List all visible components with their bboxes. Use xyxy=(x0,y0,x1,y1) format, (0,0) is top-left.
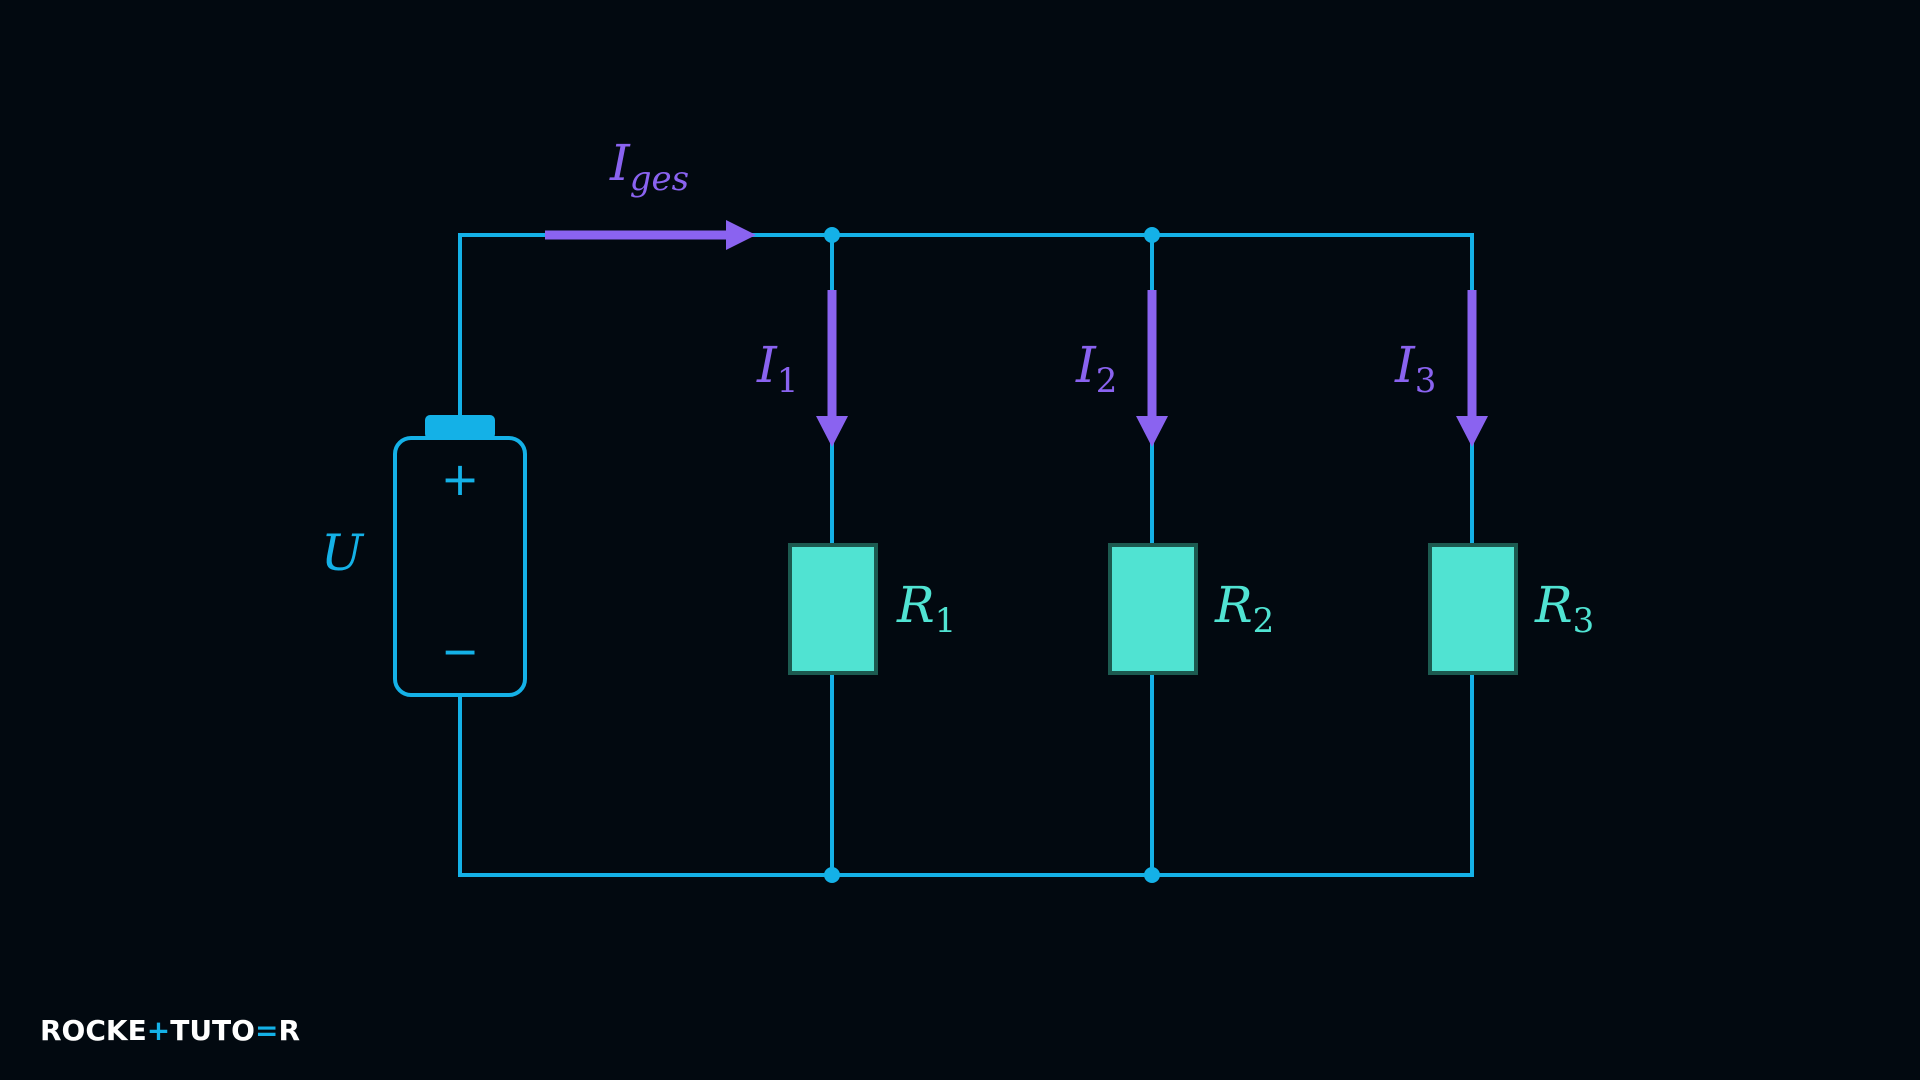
branch3-current-label: I3 xyxy=(1394,336,1436,401)
battery-plus: + xyxy=(441,452,480,506)
resistor-r1-label: R1 xyxy=(896,576,956,641)
branch1-current-label: I1 xyxy=(756,336,798,401)
junction-dot xyxy=(824,867,840,883)
resistor-r3-label: R3 xyxy=(1534,576,1594,641)
junction-dot xyxy=(824,227,840,243)
current-arrows xyxy=(545,220,1488,447)
battery-body xyxy=(393,436,527,697)
battery-minus: − xyxy=(441,624,480,678)
resistor-r1 xyxy=(788,543,878,675)
total-current-arrow xyxy=(545,220,756,250)
total-current-label: Iges xyxy=(609,134,689,199)
junction-dot xyxy=(1144,227,1160,243)
junctions xyxy=(824,227,1160,883)
branch2-current-label: I2 xyxy=(1075,336,1117,401)
battery-terminal xyxy=(425,415,495,439)
resistor-r3 xyxy=(1428,543,1518,675)
voltage-label: U xyxy=(321,524,365,582)
rocket-tutor-logo: ROCKE+TUTO=R xyxy=(40,1014,300,1047)
branch2-current-arrow xyxy=(1136,290,1168,447)
branch1-current-arrow xyxy=(816,290,848,447)
resistors xyxy=(788,543,1518,675)
junction-dot xyxy=(1144,867,1160,883)
battery: + − xyxy=(393,415,527,697)
branch3-current-arrow xyxy=(1456,290,1488,447)
resistor-r2 xyxy=(1108,543,1198,675)
resistor-r2-label: R2 xyxy=(1214,576,1274,641)
